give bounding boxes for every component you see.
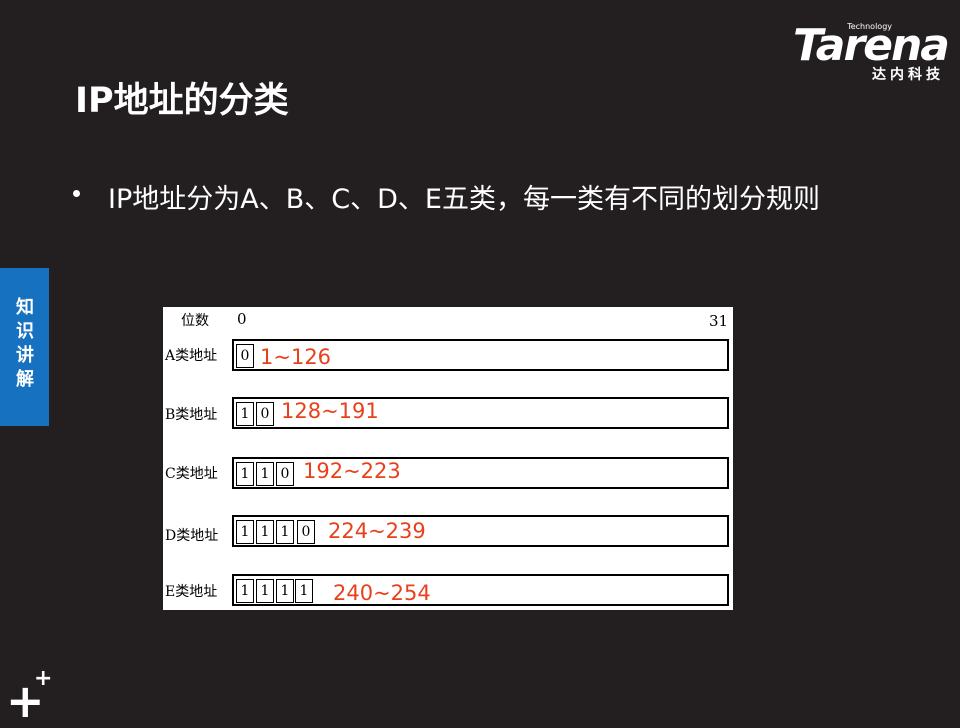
class-e-range: 240~254 <box>333 581 431 605</box>
ip-class-diagram: 位数 0 31 A类地址 0 1~126 B类地址 1 0 128~191 C类… <box>163 307 733 610</box>
tarena-logo: Technology Tarena 达内科技 <box>780 20 950 84</box>
logo-wordmark: Tarena <box>792 20 950 71</box>
class-c-bit: 1 <box>256 462 274 486</box>
class-e-bit: 1 <box>256 579 274 603</box>
plus-small-icon: + <box>34 666 53 691</box>
class-e-row: 1 1 1 1 240~254 <box>232 574 729 606</box>
class-b-range: 128~191 <box>281 399 379 423</box>
class-d-row: 1 1 1 0 224~239 <box>232 515 729 547</box>
class-d-bit: 1 <box>236 520 254 544</box>
class-e-bit: 1 <box>236 579 254 603</box>
class-b-label: B类地址 <box>165 407 218 423</box>
class-c-bit: 0 <box>276 462 294 486</box>
logo-tech-text: Technology <box>847 22 892 31</box>
bit-header-label: 位数 <box>181 313 209 329</box>
slide-title: IP地址的分类 <box>75 81 289 121</box>
side-tab-label: 知识讲解 <box>16 297 34 390</box>
class-e-bit: 1 <box>295 579 313 603</box>
bullet-dot <box>73 190 80 197</box>
class-a-bit: 0 <box>236 344 254 368</box>
logo-chinese-text: 达内科技 <box>872 67 944 83</box>
class-b-bit: 0 <box>256 402 274 426</box>
class-c-range: 192~223 <box>303 459 401 483</box>
class-d-bit: 1 <box>276 520 294 544</box>
class-d-bit: 0 <box>297 520 315 544</box>
class-c-bit: 1 <box>236 462 254 486</box>
bit-start-label: 0 <box>237 310 247 328</box>
class-b-bit: 1 <box>236 402 254 426</box>
class-a-row: 0 1~126 <box>232 339 729 371</box>
class-b-row: 1 0 128~191 <box>232 397 729 429</box>
plus-icon: + <box>6 674 45 728</box>
class-e-bit: 1 <box>276 579 294 603</box>
class-c-row: 1 1 0 192~223 <box>232 457 729 489</box>
bullet-text: IP地址分为A、B、C、D、E五类，每一类有不同的划分规则 <box>108 184 820 215</box>
side-tab: 知识讲解 <box>0 268 49 426</box>
class-d-range: 224~239 <box>328 519 426 543</box>
class-e-label: E类地址 <box>165 584 218 600</box>
class-a-range: 1~126 <box>260 345 332 369</box>
class-d-bit: 1 <box>256 520 274 544</box>
bit-end-label: 31 <box>709 312 729 330</box>
class-d-label: D类地址 <box>165 528 219 544</box>
class-a-label: A类地址 <box>165 348 218 364</box>
class-c-label: C类地址 <box>165 466 218 482</box>
